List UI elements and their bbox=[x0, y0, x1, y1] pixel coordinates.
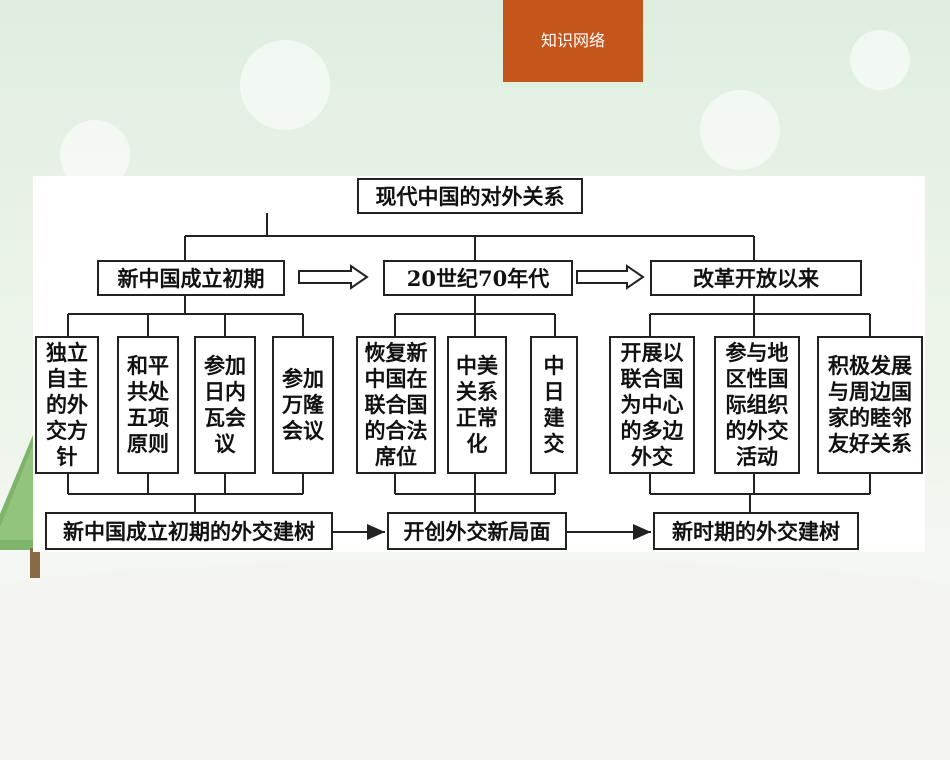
item-node: 积极发展与周边国家的睦邻友好关系 bbox=[817, 336, 923, 474]
background-bokeh bbox=[700, 90, 780, 170]
connector-lines bbox=[67, 213, 871, 540]
period-node-1: 新中国成立初期 bbox=[97, 260, 285, 296]
item-node: 参加日内瓦会议 bbox=[194, 336, 256, 474]
item-node: 中日建交 bbox=[530, 336, 578, 474]
item-node: 开展以联合国为中心的多边外交 bbox=[609, 336, 695, 474]
summary-node-2: 开创外交新局面 bbox=[387, 512, 567, 550]
item-node: 恢复新中国在联合国的合法席位 bbox=[356, 336, 436, 474]
item-node: 中美关系正常化 bbox=[447, 336, 507, 474]
summary-node-3: 新时期的外交建树 bbox=[653, 512, 859, 550]
item-node: 参与地区性国际组织的外交活动 bbox=[714, 336, 800, 474]
period-node-2: 20世纪70年代 bbox=[383, 260, 573, 296]
item-node: 独立自主的外交方针 bbox=[35, 336, 99, 474]
knowledge-network-tab[interactable]: 知识网络 bbox=[503, 0, 643, 82]
diagram-panel: 现代中国的对外关系 新中国成立初期 20世纪70年代 改革开放以来 独立自主的外… bbox=[33, 176, 925, 552]
item-node: 参加万隆会议 bbox=[272, 336, 334, 474]
root-node: 现代中国的对外关系 bbox=[357, 178, 583, 214]
snow-ground bbox=[0, 560, 950, 760]
summary-node-1: 新中国成立初期的外交建树 bbox=[45, 512, 333, 550]
period-node-3: 改革开放以来 bbox=[650, 260, 862, 296]
item-node: 和平共处五项原则 bbox=[117, 336, 179, 474]
background-bokeh bbox=[240, 40, 330, 130]
background-bokeh bbox=[850, 30, 910, 90]
